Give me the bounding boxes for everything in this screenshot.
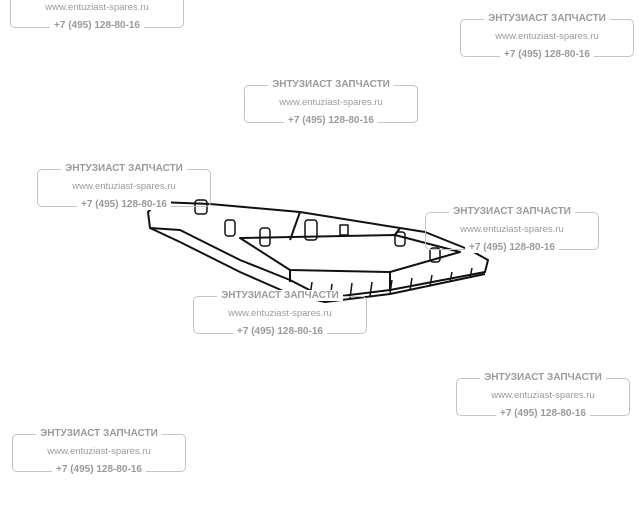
- watermark-title: ЭНТУЗИАСТ ЗАПЧАСТИ: [480, 372, 606, 383]
- watermark: ЭНТУЗИАСТ ЗАПЧАСТИ www.entuziast-spares.…: [456, 372, 630, 419]
- watermark-phone: +7 (495) 128-80-16: [233, 326, 327, 337]
- watermark: ЭНТУЗИАСТ ЗАПЧАСТИ www.entuziast-spares.…: [460, 13, 634, 60]
- watermark-title: ЭНТУЗИАСТ ЗАПЧАСТИ: [484, 13, 610, 24]
- watermark-title: ЭНТУЗИАСТ ЗАПЧАСТИ: [61, 163, 187, 174]
- watermark-phone: +7 (495) 128-80-16: [52, 464, 146, 475]
- watermark-title: ЭНТУЗИАСТ ЗАПЧАСТИ: [268, 79, 394, 90]
- watermark: ЭНТУЗИАСТ ЗАПЧАСТИ www.entuziast-spares.…: [425, 206, 599, 253]
- watermark-phone: +7 (495) 128-80-16: [465, 242, 559, 253]
- watermark: ЭНТУЗИАСТ ЗАПЧАСТИ www.entuziast-spares.…: [10, 0, 184, 31]
- watermark-url: www.entuziast-spares.ru: [460, 224, 564, 235]
- watermark-url: www.entuziast-spares.ru: [279, 97, 383, 108]
- watermark: ЭНТУЗИАСТ ЗАПЧАСТИ www.entuziast-spares.…: [244, 79, 418, 126]
- watermark-url: www.entuziast-spares.ru: [45, 2, 149, 13]
- watermark-phone: +7 (495) 128-80-16: [50, 20, 144, 31]
- watermark: ЭНТУЗИАСТ ЗАПЧАСТИ www.entuziast-spares.…: [37, 163, 211, 210]
- watermark-title: ЭНТУЗИАСТ ЗАПЧАСТИ: [36, 428, 162, 439]
- watermark-title: ЭНТУЗИАСТ ЗАПЧАСТИ: [217, 290, 343, 301]
- watermark-url: www.entuziast-spares.ru: [47, 446, 151, 457]
- watermark-url: www.entuziast-spares.ru: [228, 308, 332, 319]
- watermark-url: www.entuziast-spares.ru: [495, 31, 599, 42]
- watermark-phone: +7 (495) 128-80-16: [77, 199, 171, 210]
- watermark-url: www.entuziast-spares.ru: [72, 181, 176, 192]
- watermark: ЭНТУЗИАСТ ЗАПЧАСТИ www.entuziast-spares.…: [193, 290, 367, 337]
- watermark-phone: +7 (495) 128-80-16: [500, 49, 594, 60]
- watermark-title: ЭНТУЗИАСТ ЗАПЧАСТИ: [449, 206, 575, 217]
- product-part-drawing: [147, 199, 489, 303]
- watermark-phone: +7 (495) 128-80-16: [284, 115, 378, 126]
- watermark-phone: +7 (495) 128-80-16: [496, 408, 590, 419]
- watermark: ЭНТУЗИАСТ ЗАПЧАСТИ www.entuziast-spares.…: [12, 428, 186, 475]
- watermark-url: www.entuziast-spares.ru: [491, 390, 595, 401]
